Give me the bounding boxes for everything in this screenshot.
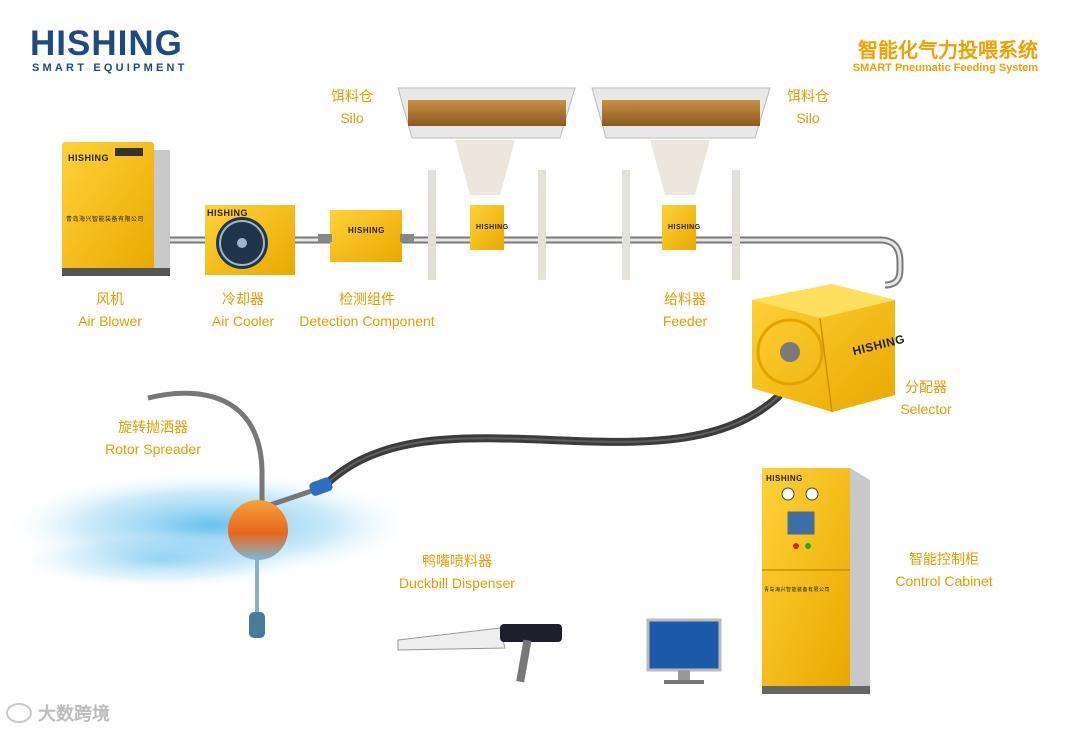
label-cn: 饵料仓 xyxy=(331,88,373,104)
label-cn: 检测组件 xyxy=(339,291,395,307)
air-cooler-brand: HISHING xyxy=(207,208,249,218)
label-en: Air Blower xyxy=(78,312,142,329)
label-cn: 分配器 xyxy=(905,379,947,395)
label-detection: 检测组件 Detection Component xyxy=(292,289,442,332)
label-en: Air Cooler xyxy=(211,312,275,329)
silo-right-structure xyxy=(591,87,771,280)
detection-component-machine xyxy=(318,210,414,262)
label-en: Rotor Spreader xyxy=(105,440,201,457)
label-cn: 智能控制柜 xyxy=(909,551,979,567)
air-blower-machine xyxy=(62,142,170,276)
label-selector: 分配器 Selector xyxy=(888,377,964,420)
label-duckbill: 鸭嘴喷料器 Duckbill Dispenser xyxy=(390,551,524,594)
feeder-left-brand: HISHING xyxy=(476,224,509,231)
label-feeder: 给料器 Feeder xyxy=(645,289,725,332)
label-air-cooler: 冷却器 Air Cooler xyxy=(203,289,283,332)
label-en: Duckbill Dispenser xyxy=(399,574,515,591)
watermark: 大数跨境 xyxy=(6,700,110,726)
label-silo-left: 饵料仓 Silo xyxy=(322,86,382,129)
control-monitor xyxy=(646,618,722,684)
label-silo-right: 饵料仓 Silo xyxy=(778,86,838,129)
air-blower-plate: 青岛海兴智能装备有限公司 xyxy=(66,217,145,223)
label-en: Silo xyxy=(340,109,364,126)
label-en: Selector xyxy=(900,400,952,417)
brand-tagline: SMART EQUIPMENT xyxy=(32,62,188,74)
label-cn: 给料器 xyxy=(664,291,706,307)
feeder-right-brand: HISHING xyxy=(668,224,701,231)
control-cabinet-plate: 青岛海兴智能装备有限公司 xyxy=(764,587,831,593)
label-control-cabinet: 智能控制柜 Control Cabinet xyxy=(888,549,1000,592)
label-cn: 饵料仓 xyxy=(787,88,829,104)
label-cn: 旋转抛洒器 xyxy=(118,419,188,435)
label-air-blower: 风机 Air Blower xyxy=(70,289,150,332)
air-blower-brand: HISHING xyxy=(68,153,110,163)
selector-machine xyxy=(752,284,895,413)
label-en: Feeder xyxy=(662,312,708,329)
air-cooler-machine xyxy=(205,205,295,275)
feed-hose xyxy=(317,392,783,493)
rotor-spreader-device xyxy=(147,390,333,638)
watermark-icon xyxy=(6,703,32,723)
label-en: Silo xyxy=(796,109,820,126)
silo-left-structure xyxy=(397,87,576,280)
label-cn: 冷却器 xyxy=(222,291,264,307)
label-cn: 风机 xyxy=(96,291,124,307)
label-cn: 鸭嘴喷料器 xyxy=(422,553,492,569)
duckbill-dispenser-device xyxy=(397,624,562,683)
control-cabinet-machine xyxy=(762,468,870,695)
label-rotor-spreader: 旋转抛洒器 Rotor Spreader xyxy=(98,417,208,460)
system-title-cn: 智能化气力投喂系统 xyxy=(858,40,1038,62)
label-en: Detection Component xyxy=(299,312,435,329)
control-cabinet-brand: HISHING xyxy=(766,474,803,483)
system-title-en: SMART Pneumatic Feeding System xyxy=(852,62,1038,74)
detection-brand: HISHING xyxy=(348,226,385,235)
watermark-text: 大数跨境 xyxy=(38,704,110,724)
label-en: Control Cabinet xyxy=(895,572,993,589)
brand-logo: HISHING xyxy=(30,24,183,63)
